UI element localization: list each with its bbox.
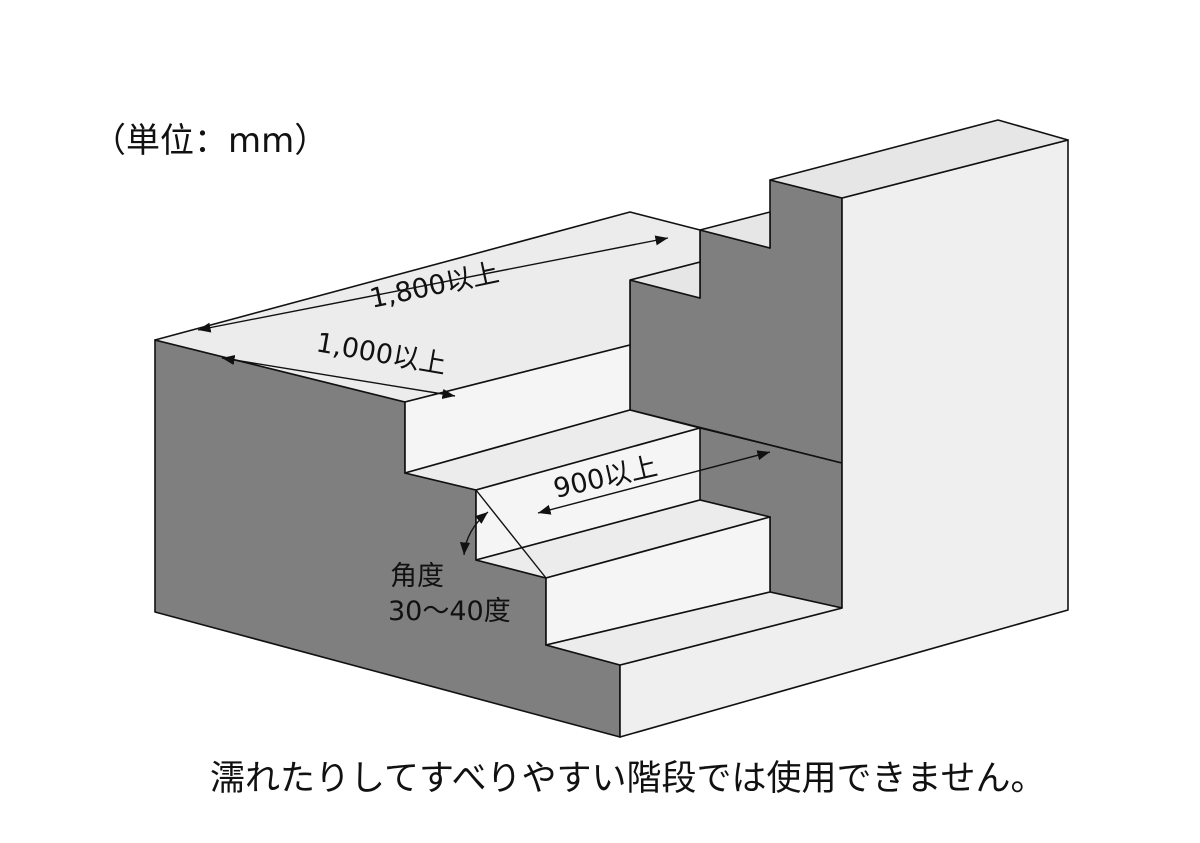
dim-line-step bbox=[537, 450, 771, 515]
stair-body bbox=[154, 119, 1069, 738]
dim-line-total bbox=[197, 235, 669, 333]
dimension-lines bbox=[197, 235, 771, 579]
angle-arc bbox=[459, 511, 489, 556]
dim-line-landing bbox=[221, 355, 456, 399]
angle-label-line1: 角度 bbox=[390, 561, 444, 592]
unit-label: （単位：mm） bbox=[92, 121, 328, 161]
diagonal-guide bbox=[475, 489, 547, 579]
right-wall-top bbox=[769, 119, 1069, 199]
angle-label-line2: 30〜40度 bbox=[388, 596, 511, 627]
tower-step-top-1 bbox=[699, 211, 771, 249]
warning-note: 濡れたりしてすべりやすい階段では使用できません。 bbox=[210, 759, 1045, 799]
step-top-2 bbox=[545, 591, 843, 666]
